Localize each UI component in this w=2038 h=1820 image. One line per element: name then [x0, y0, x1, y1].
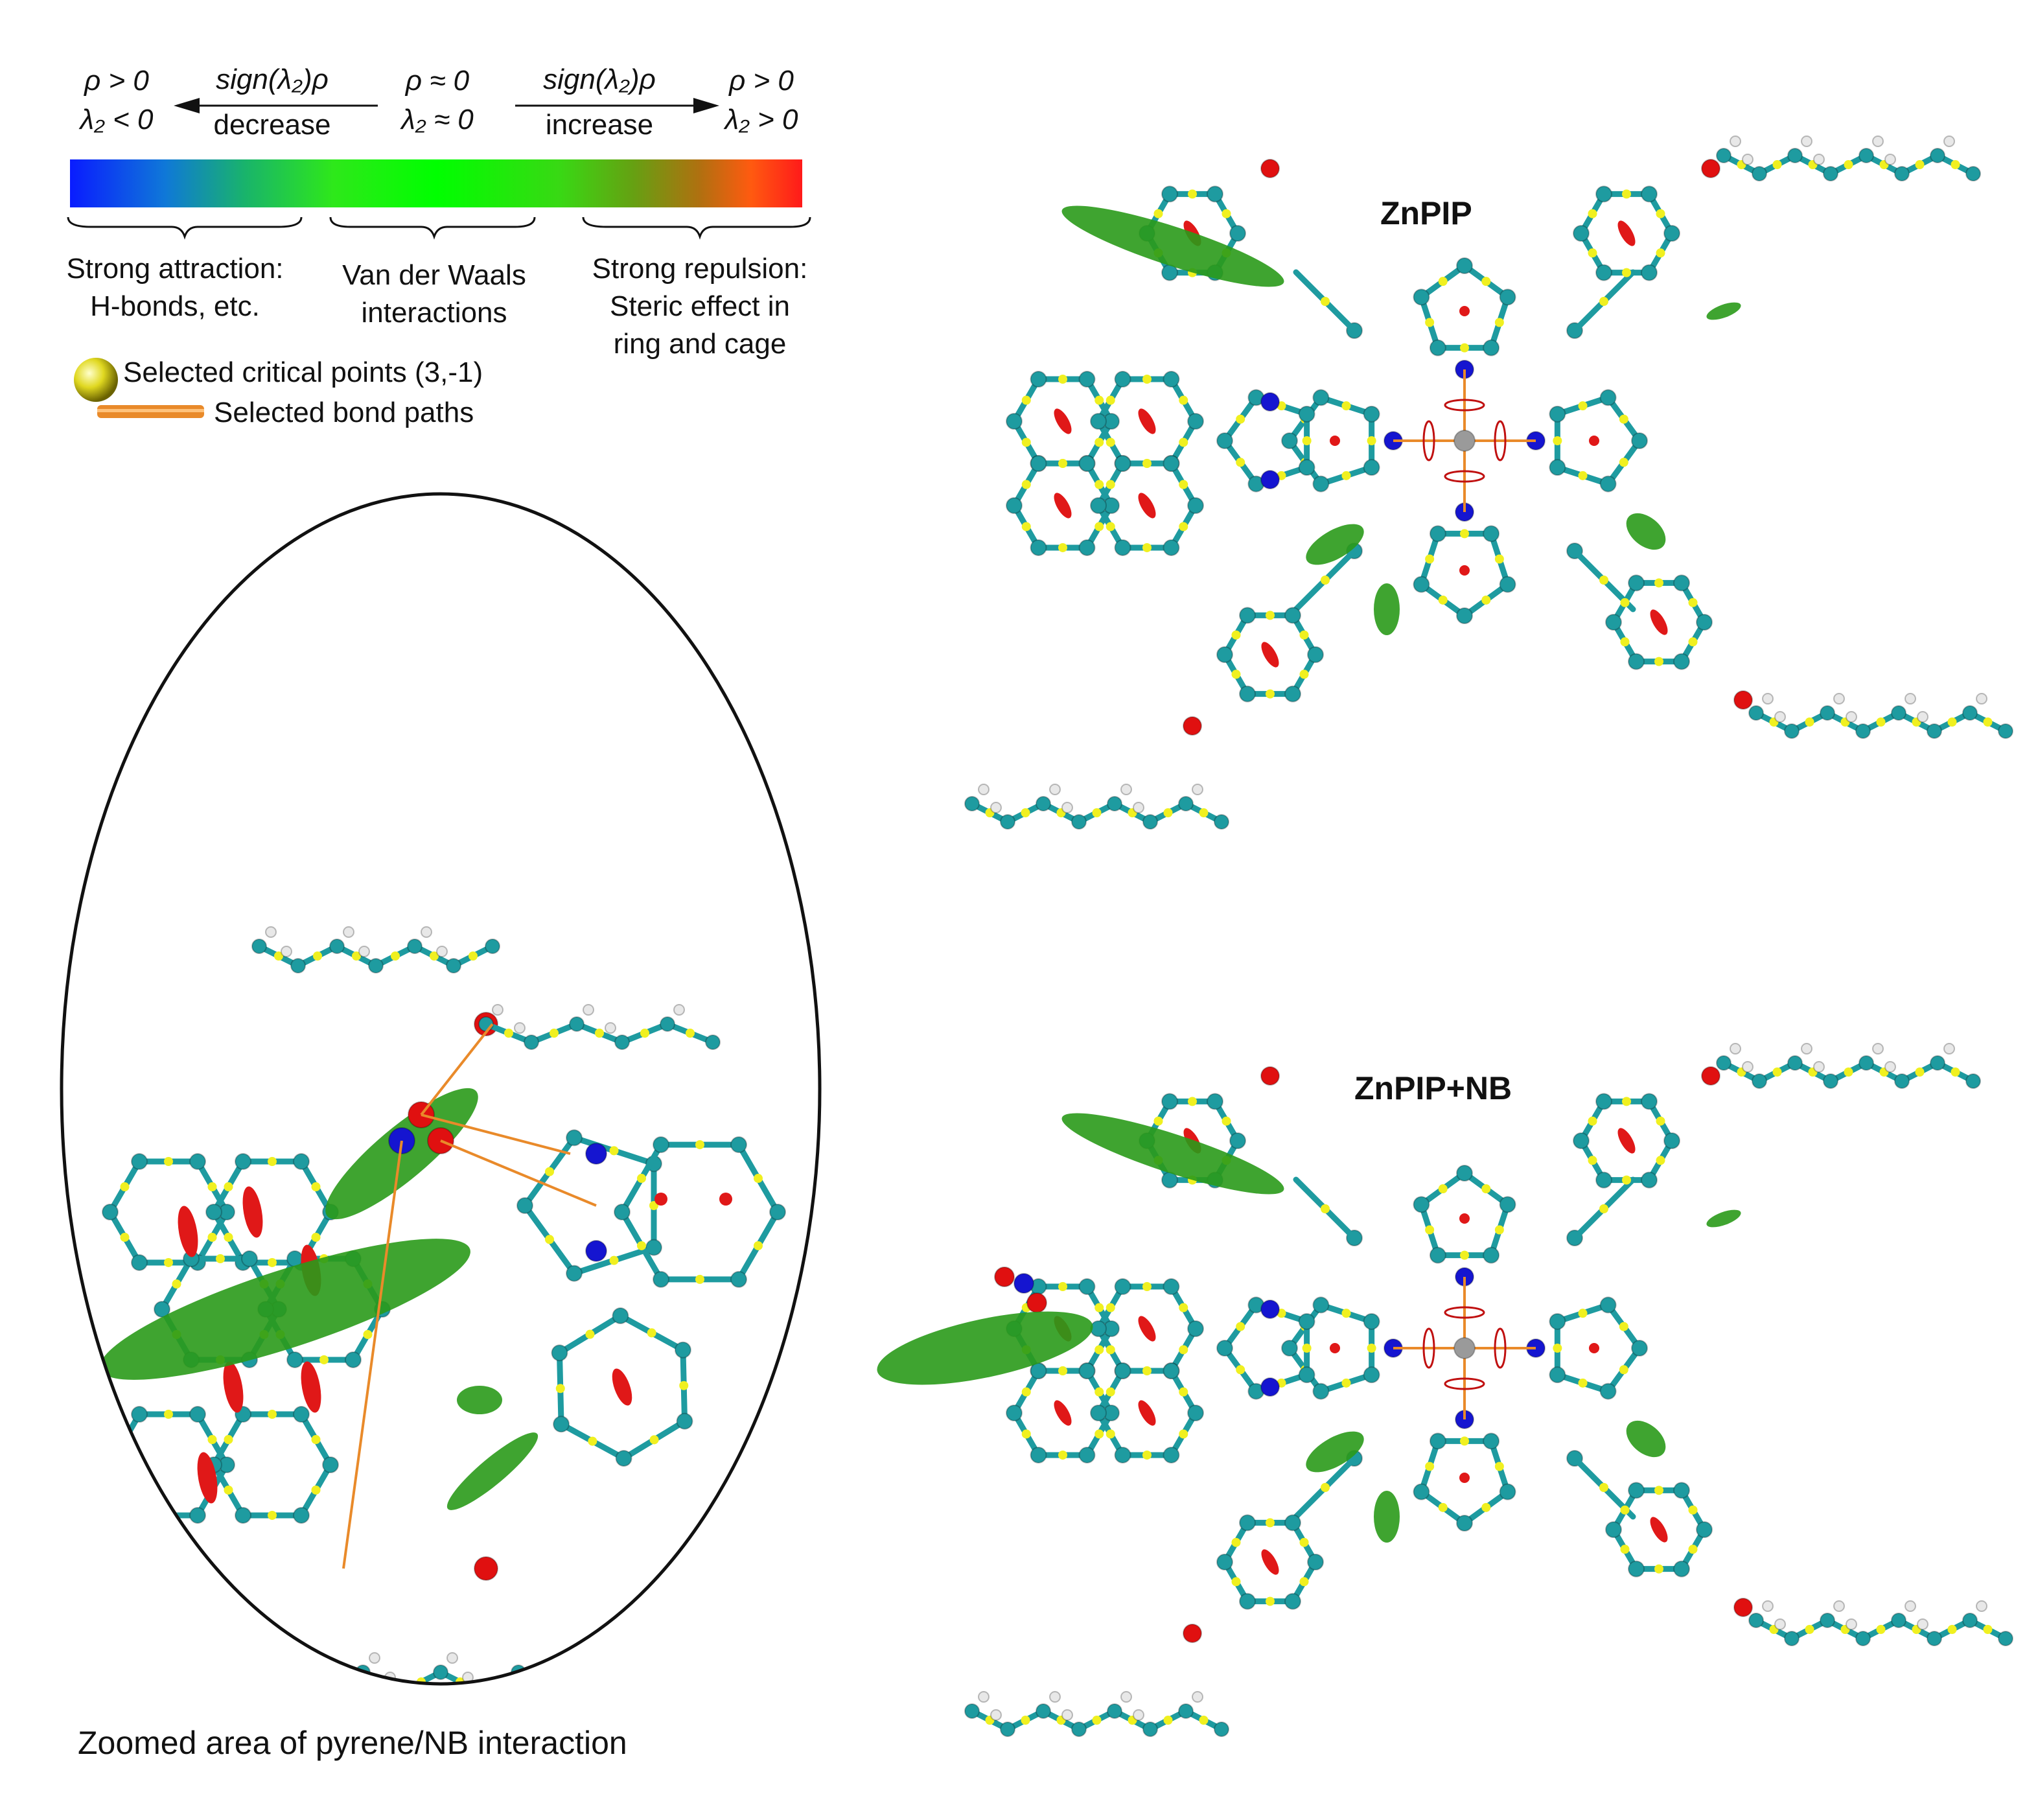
- legend-lambda-positive: λ₂ > 0: [724, 104, 798, 135]
- bond-paths-label: Selected bond paths: [214, 397, 474, 428]
- legend-rho-positive-right: ρ > 0: [729, 65, 794, 97]
- region-vdw-line1: Van der Waals: [342, 259, 526, 291]
- legend-arrow-right-label: sign(λ₂)ρ: [543, 64, 656, 95]
- legend-arrow-left-label: sign(λ₂)ρ: [216, 64, 329, 95]
- legend-arrow-left-sub: decrease: [213, 109, 331, 141]
- legend-lambda-zero: λ₂ ≈ 0: [401, 104, 474, 135]
- bond-path-icon: [97, 405, 204, 418]
- zoom-panel: [60, 492, 822, 1686]
- legend-rho-positive-left: ρ > 0: [84, 65, 149, 97]
- critical-point-icon: [74, 358, 118, 402]
- zoom-ellipse-border: [60, 492, 822, 1686]
- region-repulsion-line2: Steric effect in: [610, 290, 790, 322]
- region-attraction-line2: H-bonds, etc.: [90, 290, 260, 322]
- arrow-left-icon: [174, 98, 378, 113]
- znpip-nb-molecule: [877, 1043, 2013, 1737]
- zoom-caption: Zoomed area of pyrene/NB interaction: [78, 1725, 627, 1761]
- region-repulsion-line1: Strong repulsion:: [592, 253, 808, 285]
- znpip-molecule: [964, 135, 2013, 830]
- znpip-title: ZnPIP: [1380, 195, 1472, 231]
- critical-points-label: Selected critical points (3,-1): [123, 356, 483, 388]
- zoom-molecule: [100, 926, 786, 1684]
- nci-color-legend: ρ > 0 λ₂ < 0 sign(λ₂)ρ decrease ρ ≈ 0 λ₂…: [0, 0, 842, 454]
- region-repulsion-line3: ring and cage: [613, 328, 787, 360]
- region-attraction-line1: Strong attraction:: [66, 253, 284, 285]
- region-vdw-line2: interactions: [361, 297, 507, 329]
- legend-lambda-negative: λ₂ < 0: [80, 104, 154, 135]
- legend-rho-zero: ρ ≈ 0: [405, 65, 470, 97]
- color-scale-bar: [70, 159, 802, 207]
- legend-arrow-right-sub: increase: [545, 109, 654, 141]
- arrow-right-icon: [515, 98, 719, 113]
- legend-braces: [67, 216, 811, 240]
- znpip-nb-title: ZnPIP+NB: [1354, 1070, 1512, 1106]
